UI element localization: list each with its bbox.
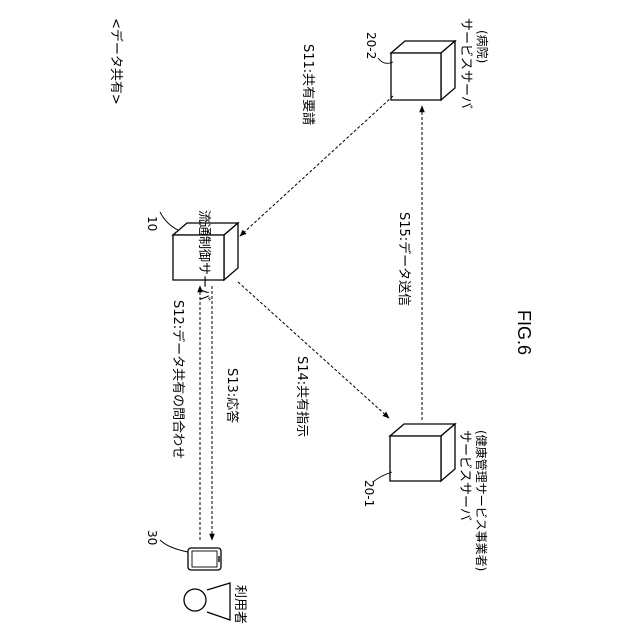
- user-terminal-ref: 30: [145, 530, 159, 545]
- user-terminal-leader: [160, 540, 188, 552]
- s13-label: S13:応答: [224, 368, 240, 423]
- figure-label: FIG.6: [514, 310, 534, 355]
- health-server-cube: [390, 424, 455, 481]
- s12-label: S12:データ共有の問合わせ: [170, 300, 186, 459]
- s15-label: S15:データ送信: [396, 212, 412, 306]
- s14-arrow: [238, 282, 389, 418]
- hospital-server-sublabel: (病院): [475, 30, 490, 63]
- control-server-ref: 10: [145, 216, 159, 231]
- user-label: 利用者: [232, 585, 247, 624]
- smartphone-icon: [188, 548, 221, 570]
- hospital-server-cube: [391, 41, 455, 100]
- s11-arrow: [240, 96, 393, 236]
- hospital-server-label: サービスサーバ: [458, 18, 473, 109]
- s11-label: S11:共有要請: [300, 44, 315, 125]
- control-server-label: 流通制御サーバ: [196, 210, 211, 301]
- diagram-title: <データ共有>: [108, 18, 124, 105]
- user-person-icon: [184, 583, 230, 620]
- health-server-label: サービスサーバ: [457, 430, 472, 521]
- s14-label: S14:共有指示: [294, 356, 309, 437]
- hospital-server-ref: 20-2: [364, 32, 378, 59]
- control-server-leader: [160, 212, 178, 230]
- health-server-sublabel: (健康管理サービス事業者): [474, 430, 489, 571]
- health-server-ref: 20-1: [362, 480, 376, 507]
